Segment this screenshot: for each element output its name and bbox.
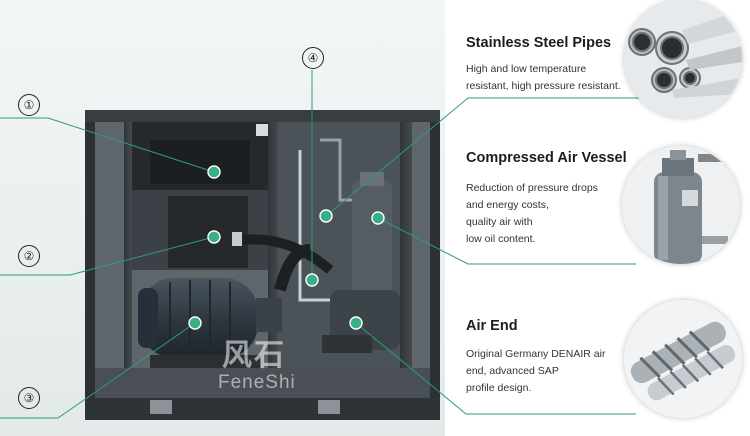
feature-desc-airend: Original Germany DENAIR air end, advance…	[466, 346, 605, 397]
feature-desc-line: quality air with	[466, 216, 533, 228]
feature-desc-vessel: Reduction of pressure drops and energy c…	[466, 180, 598, 248]
marker-3: ③	[18, 387, 40, 409]
feature-desc-pipes: High and low temperature resistant, high…	[466, 61, 621, 95]
feature-title-pipes: Stainless Steel Pipes	[466, 35, 612, 51]
feature-desc-line: High and low temperature	[466, 63, 587, 75]
steel-pipes-icon	[624, 0, 742, 118]
feature-title-airend: Air End	[466, 318, 518, 334]
feature-title-vessel: Compressed Air Vessel	[466, 150, 627, 166]
marker-2: ②	[18, 245, 40, 267]
feature-desc-line: profile design.	[466, 382, 532, 394]
marker-1: ①	[18, 94, 40, 116]
marker-4: ④	[302, 47, 324, 69]
feature-desc-line: Original Germany DENAIR air	[466, 348, 606, 360]
feature-desc-line: resistant, high pressure resistant.	[466, 80, 621, 92]
feature-desc-line: low oil content.	[466, 233, 536, 245]
feature-desc-line: and energy costs,	[466, 199, 549, 211]
air-vessel-icon	[622, 146, 740, 264]
feature-desc-line: end, advanced SAP	[466, 365, 559, 377]
feature-desc-line: Reduction of pressure drops	[466, 182, 598, 194]
watermark-english: FeneShi	[218, 372, 296, 393]
watermark-chinese: 风石	[222, 338, 286, 373]
screw-rotors-icon	[624, 300, 742, 418]
